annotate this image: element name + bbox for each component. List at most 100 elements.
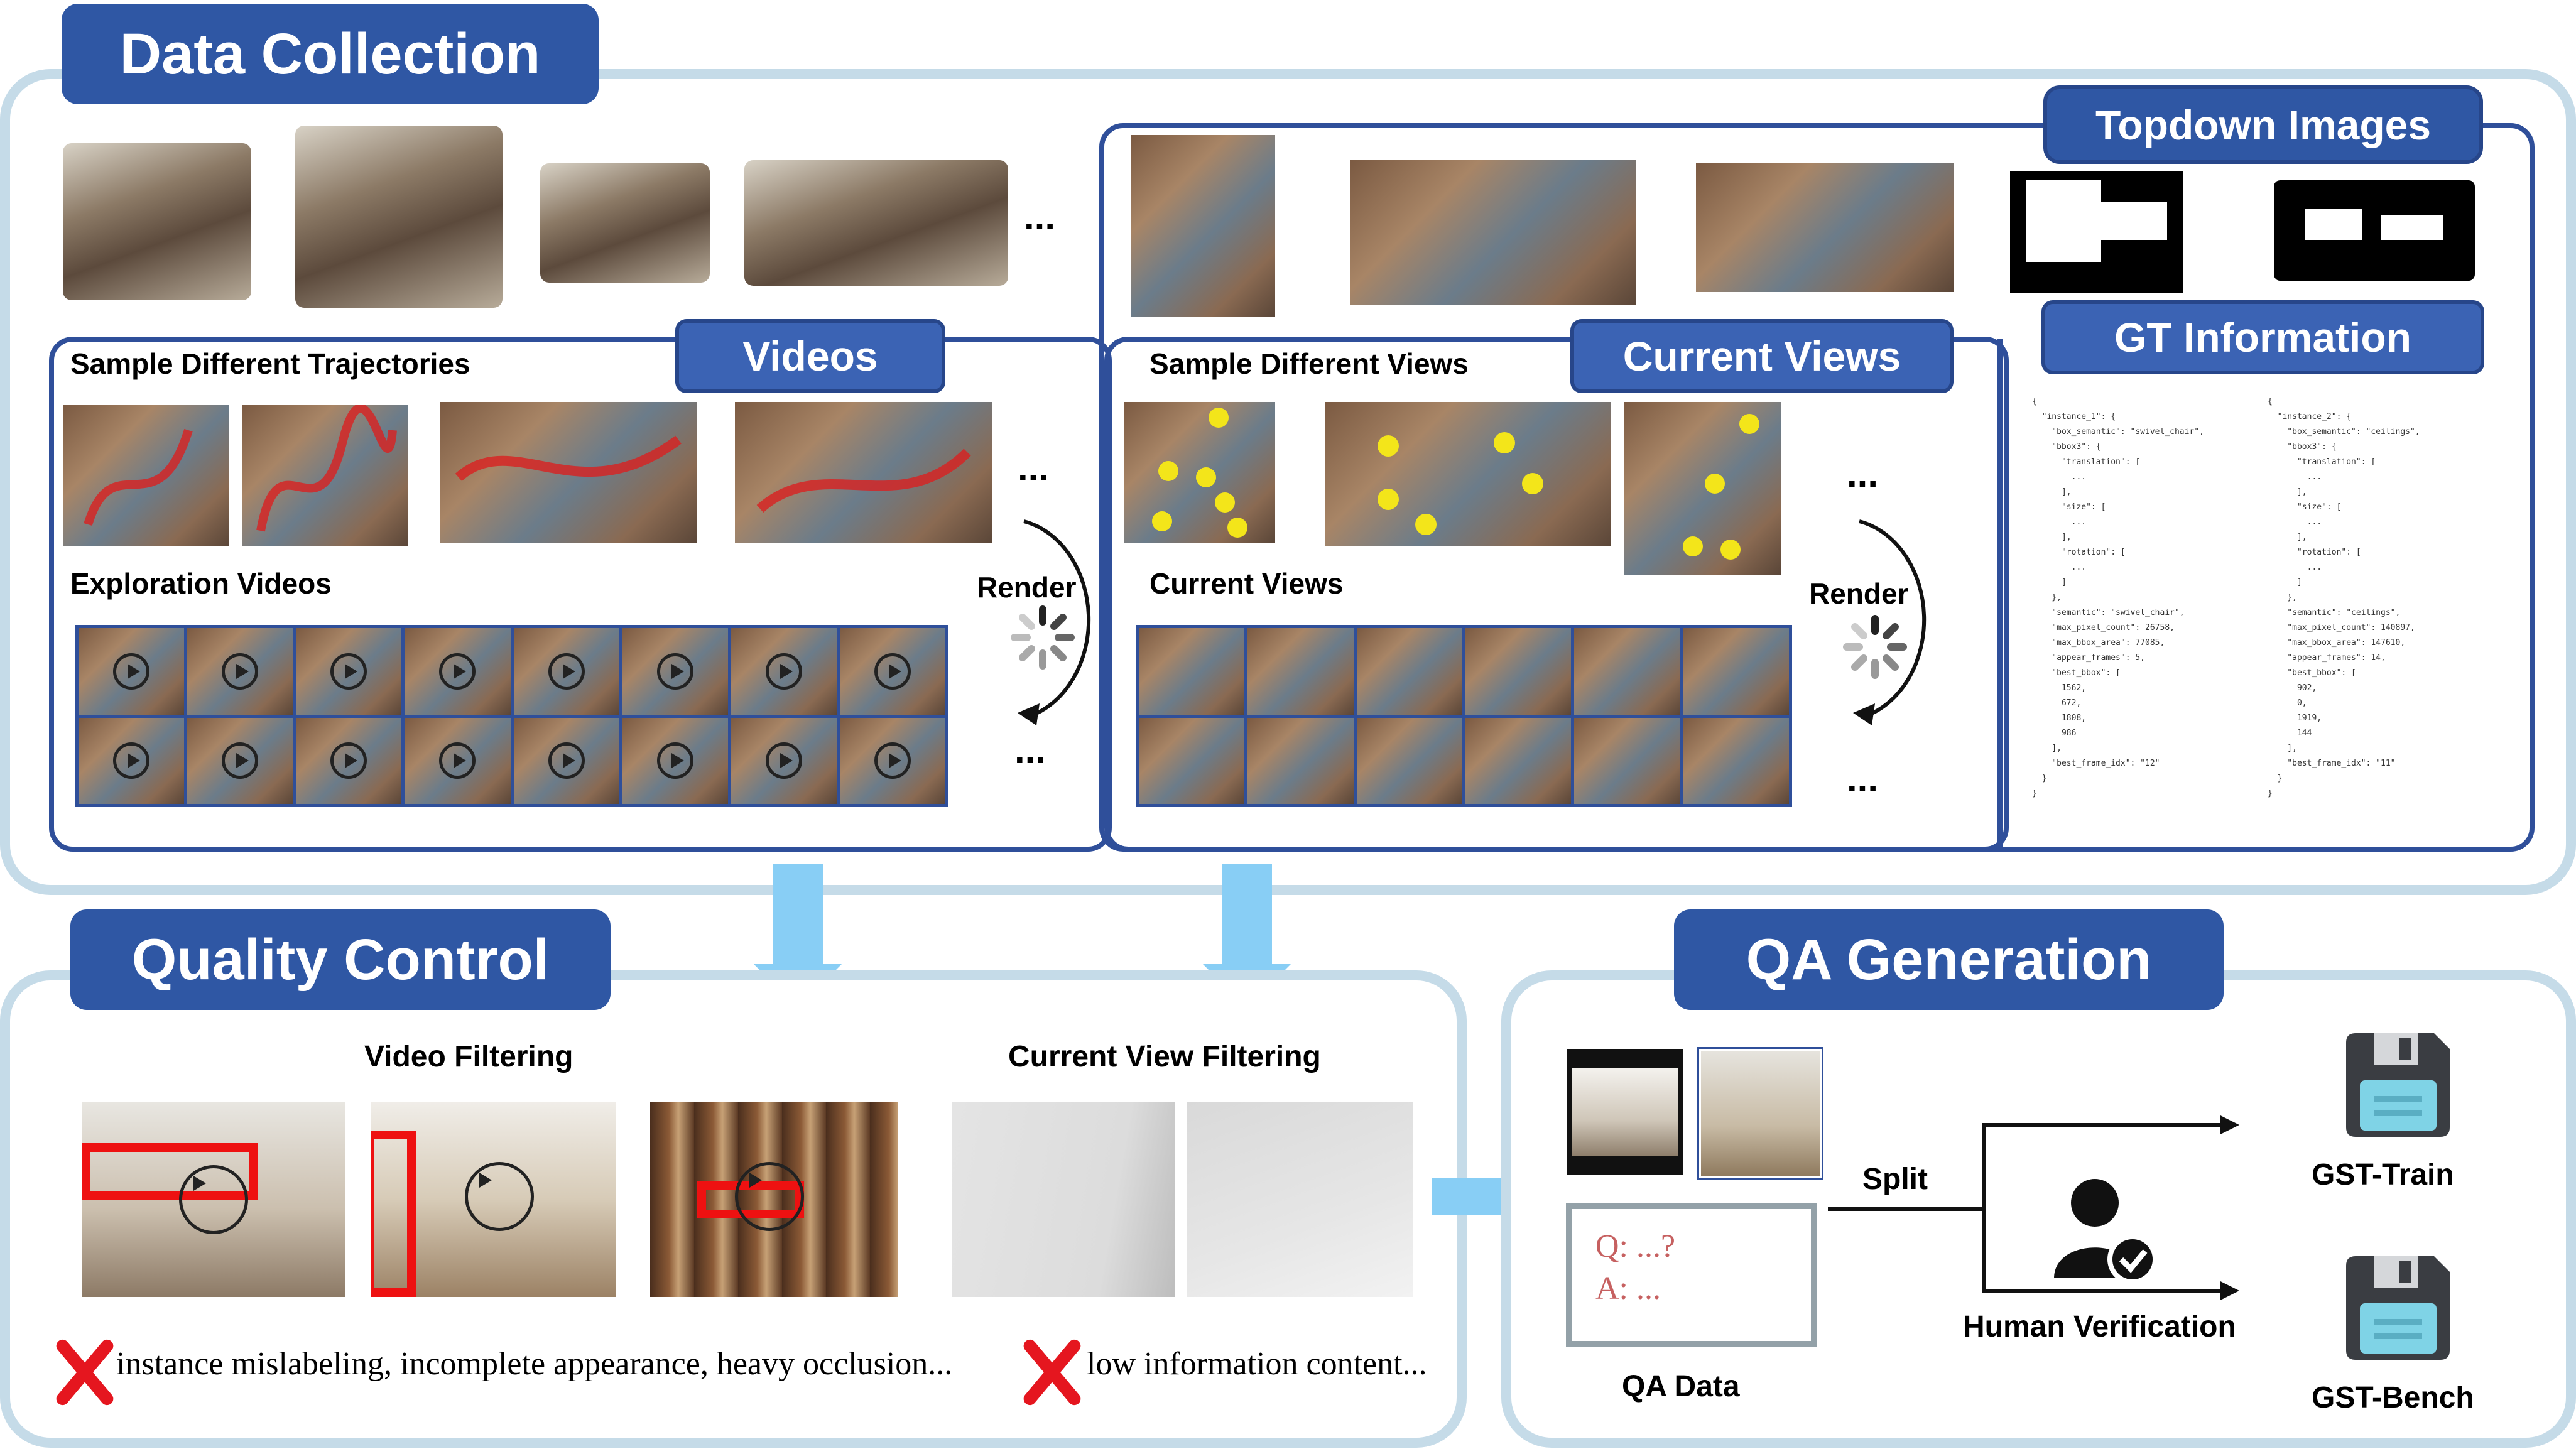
- view-thumbnail[interactable]: [1139, 628, 1245, 715]
- play-icon[interactable]: [439, 742, 476, 779]
- video-thumbnail[interactable]: [622, 717, 728, 804]
- trajectory-image-2: [242, 405, 408, 546]
- data-collection-title: Data Collection: [62, 4, 599, 104]
- view-sample-image-1: [1124, 402, 1275, 543]
- trajectory-path: [84, 428, 193, 526]
- house-3d-image-4: [744, 160, 1008, 286]
- view-thumbnail[interactable]: [1574, 717, 1680, 804]
- topdown-images-title: Topdown Images: [2043, 85, 2483, 164]
- video-thumbnail[interactable]: [839, 628, 945, 715]
- question-line: Q: ...?: [1595, 1229, 1676, 1264]
- filtered-video-frame-3: [650, 1102, 898, 1297]
- video-thumbnail[interactable]: [731, 717, 837, 804]
- ellipsis-text: ...: [1024, 195, 1056, 237]
- play-icon[interactable]: [113, 653, 150, 690]
- video-thumbnail[interactable]: [405, 717, 511, 804]
- view-thumbnail[interactable]: [1574, 628, 1680, 715]
- trajectory-path: [256, 405, 397, 532]
- play-icon[interactable]: [656, 742, 693, 779]
- reject-reason-1: instance mislabeling, incomplete appeara…: [116, 1346, 953, 1382]
- ellipsis-text: ...: [1018, 447, 1050, 489]
- reject-reason-2: low information content...: [1087, 1346, 1427, 1382]
- view-thumbnail[interactable]: [1139, 717, 1245, 804]
- video-thumbnail[interactable]: [513, 717, 619, 804]
- split-arrow-top: [1982, 1123, 2220, 1127]
- play-icon[interactable]: [874, 653, 911, 690]
- current-views-box: [1104, 337, 2009, 852]
- play-icon[interactable]: [222, 653, 259, 690]
- video-thumbnail[interactable]: [731, 628, 837, 715]
- video-thumbnail[interactable]: [839, 717, 945, 804]
- play-icon[interactable]: [179, 1165, 248, 1234]
- play-icon[interactable]: [874, 742, 911, 779]
- view-sample-image-2: [1325, 402, 1611, 546]
- gt-json-block-2: { "instance_2": { "box_semantic": "ceili…: [2268, 397, 2420, 798]
- split-arrow-bottom-head: [2220, 1281, 2239, 1300]
- view-thumbnail[interactable]: [1465, 717, 1572, 804]
- play-icon[interactable]: [656, 653, 693, 690]
- play-icon[interactable]: [548, 653, 585, 690]
- video-thumbnail[interactable]: [187, 717, 293, 804]
- view-thumbnail[interactable]: [1683, 717, 1789, 804]
- view-sample-image-3: [1624, 402, 1781, 575]
- mask-shape: [2026, 180, 2101, 262]
- bounding-box: [371, 1131, 416, 1297]
- trajectory-image-3: [440, 402, 697, 543]
- exploration-video-strip: [75, 625, 948, 807]
- ellipsis-text: ...: [1014, 729, 1046, 771]
- play-icon[interactable]: [548, 742, 585, 779]
- film-frame: [1572, 1068, 1678, 1156]
- answer-line: A: ...: [1595, 1271, 1661, 1306]
- play-icon[interactable]: [735, 1162, 804, 1231]
- qa-data-label: QA Data: [1622, 1370, 1740, 1403]
- trajectory-path: [756, 448, 971, 513]
- play-icon[interactable]: [222, 742, 259, 779]
- play-icon[interactable]: [113, 742, 150, 779]
- view-thumbnail[interactable]: [1356, 717, 1462, 804]
- video-thumbnail[interactable]: [622, 628, 728, 715]
- play-icon[interactable]: [439, 653, 476, 690]
- video-thumbnail[interactable]: [513, 628, 619, 715]
- view-thumbnail[interactable]: [1247, 628, 1354, 715]
- play-icon[interactable]: [765, 742, 802, 779]
- view-thumbnail[interactable]: [1683, 628, 1789, 715]
- video-filtering-label: Video Filtering: [364, 1040, 573, 1073]
- trajectory-path: [455, 435, 682, 482]
- qa-generation-title: QA Generation: [1674, 909, 2224, 1010]
- sample-views-label: Sample Different Views: [1149, 347, 1469, 380]
- video-thumbnail[interactable]: [187, 628, 293, 715]
- video-thumbnail[interactable]: [79, 717, 185, 804]
- split-label: Split: [1862, 1163, 1928, 1196]
- exploration-videos-label: Exploration Videos: [70, 567, 332, 600]
- split-vertical-line: [1982, 1124, 1986, 1293]
- qa-data-box: [1566, 1203, 1817, 1347]
- video-film-strip: [1567, 1049, 1683, 1175]
- render-cycle-arrow: [1018, 519, 1091, 725]
- gt-json-block-1: { "instance_1": { "box_semantic": "swive…: [2032, 397, 2204, 798]
- mask-shape: [2381, 215, 2443, 240]
- mask-shape: [2274, 180, 2475, 281]
- split-arrow-bottom: [1982, 1289, 2220, 1293]
- floppy-disk-icon: [2346, 1256, 2450, 1360]
- video-thumbnail[interactable]: [405, 628, 511, 715]
- loading-spinner-icon: [1843, 615, 1907, 679]
- reject-cross-icon: [1014, 1332, 1090, 1407]
- view-thumbnail[interactable]: [1465, 628, 1572, 715]
- play-icon[interactable]: [330, 653, 367, 690]
- video-thumbnail[interactable]: [79, 628, 185, 715]
- flow-arrow-down-1: [773, 864, 823, 964]
- video-thumbnail[interactable]: [296, 717, 402, 804]
- human-verification-label: Human Verification: [1963, 1310, 2236, 1343]
- mask-shape: [2098, 202, 2167, 240]
- play-icon[interactable]: [330, 742, 367, 779]
- play-icon[interactable]: [765, 653, 802, 690]
- video-thumbnail[interactable]: [296, 628, 402, 715]
- mask-image-2: [2268, 171, 2484, 293]
- topdown-image-3: [1696, 163, 1954, 292]
- human-verification-icon: [2054, 1179, 2158, 1284]
- view-thumbnail[interactable]: [1356, 628, 1462, 715]
- gst-train-label: GST-Train: [2312, 1158, 2454, 1191]
- play-icon[interactable]: [465, 1162, 534, 1231]
- view-thumbnail[interactable]: [1247, 717, 1354, 804]
- render-label: Render: [977, 571, 1077, 604]
